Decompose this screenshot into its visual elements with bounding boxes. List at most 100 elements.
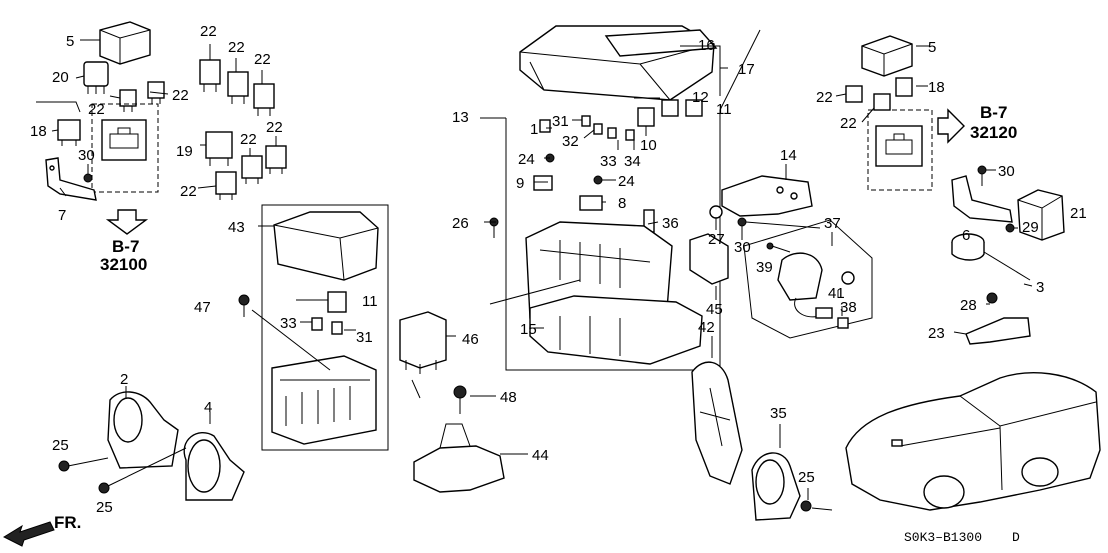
callout-28: 28	[960, 297, 977, 314]
callout-30: 30	[78, 147, 95, 164]
relay-11-center	[685, 99, 703, 117]
callout-18: 18	[928, 79, 945, 96]
clip-38	[837, 317, 849, 329]
callout-45: 45	[706, 301, 723, 318]
fuse-box-cover-43	[273, 211, 379, 281]
callout-20: 20	[52, 69, 69, 86]
diagram-code-suffix: D	[1012, 530, 1020, 545]
callout-46: 46	[462, 331, 479, 348]
panel-42	[691, 361, 743, 485]
relay-22-d	[227, 71, 249, 104]
callout-9: 9	[516, 175, 524, 192]
relay-8	[579, 195, 603, 211]
callout-19: 19	[176, 143, 193, 160]
callout-27: 27	[708, 231, 725, 248]
relay-20	[83, 61, 109, 94]
reference-number-right[interactable]: 32120	[970, 123, 1017, 142]
callout-31: 31	[552, 113, 569, 130]
callout-18: 18	[30, 123, 47, 140]
cover-label-16	[604, 29, 718, 57]
bolt-25-c	[800, 500, 812, 512]
callout-29: 29	[1022, 219, 1039, 236]
bracket-14	[721, 175, 813, 217]
callout-22: 22	[840, 115, 857, 132]
fuse-1	[539, 119, 551, 133]
callout-36: 36	[662, 215, 679, 232]
relay-22-e	[253, 83, 275, 116]
callout-31: 31	[356, 329, 373, 346]
callout-14: 14	[780, 147, 797, 164]
callout-41: 41	[828, 285, 845, 302]
callout-22: 22	[172, 87, 189, 104]
callout-30: 30	[734, 239, 751, 256]
fuse-11-left	[327, 291, 347, 313]
relay-18-right	[895, 77, 913, 97]
callout-8: 8	[618, 195, 626, 212]
reference-section-right[interactable]: B-7	[980, 103, 1007, 122]
mini-relay-22-a	[119, 89, 137, 112]
callout-6: 6	[962, 227, 970, 244]
bolt-25-b	[98, 482, 110, 494]
bolt-30-left	[83, 173, 93, 183]
callout-11: 11	[362, 293, 378, 310]
callout-37: 37	[824, 215, 841, 232]
bolt-30-center	[737, 217, 747, 227]
callout-11: 11	[716, 101, 732, 118]
callout-44: 44	[532, 447, 549, 464]
front-direction-arrow-icon	[2, 521, 55, 547]
fuse-32	[593, 123, 603, 135]
horn-35	[751, 452, 801, 521]
relay-cover-5-right	[861, 35, 913, 77]
bolt-30-right	[977, 165, 987, 186]
callout-2: 2	[120, 371, 128, 388]
callout-35: 35	[770, 405, 787, 422]
bracket-7	[45, 157, 97, 201]
bolt-28	[986, 292, 998, 304]
reference-section-left[interactable]: B-7	[112, 237, 139, 256]
screw-24-b	[593, 175, 603, 185]
callout-42: 42	[698, 319, 715, 336]
callout-22: 22	[88, 101, 105, 118]
callout-3: 3	[1036, 279, 1044, 296]
callout-22: 22	[266, 119, 283, 136]
callout-22: 22	[254, 51, 271, 68]
arrow-ref-right-icon	[937, 108, 965, 144]
callout-23: 23	[928, 325, 945, 342]
relay-22-f	[215, 171, 237, 200]
arrow-ref-left-icon	[105, 209, 149, 235]
callout-5: 5	[928, 39, 936, 56]
horn-2	[107, 391, 179, 469]
relay-22-i	[845, 85, 863, 103]
relay-10	[637, 107, 655, 127]
fuse-box-assembly-bracket	[261, 204, 389, 451]
callout-26: 26	[452, 215, 469, 232]
callout-21: 21	[1070, 205, 1087, 222]
callout-32: 32	[562, 133, 579, 150]
callout-48: 48	[500, 389, 517, 406]
callout-16: 16	[698, 37, 715, 54]
fuse-box-base	[271, 355, 377, 445]
relay-9	[533, 175, 553, 191]
grommet-41	[841, 271, 855, 285]
callout-39: 39	[756, 259, 773, 276]
mini-relay-22-b	[147, 81, 165, 104]
vehicle-outline	[845, 372, 1101, 511]
callout-33: 33	[280, 315, 297, 332]
mini-fuse-33-left	[311, 317, 323, 331]
screw-39	[766, 242, 791, 253]
callout-17: 17	[738, 61, 755, 78]
callout-33: 33	[600, 153, 617, 170]
callout-12: 12	[692, 89, 709, 106]
callout-22: 22	[228, 39, 245, 56]
bolt-29	[1005, 223, 1015, 233]
callout-25: 25	[798, 469, 815, 486]
relay-socket-detail-left	[91, 103, 159, 193]
relay-18-left	[57, 119, 81, 146]
horn-3-assembly	[951, 233, 1031, 281]
relay-21	[1017, 189, 1065, 241]
callout-22: 22	[200, 23, 217, 40]
reference-number-left[interactable]: 32100	[100, 255, 147, 274]
callout-15: 15	[520, 321, 537, 338]
fuse-33-center	[607, 127, 617, 139]
